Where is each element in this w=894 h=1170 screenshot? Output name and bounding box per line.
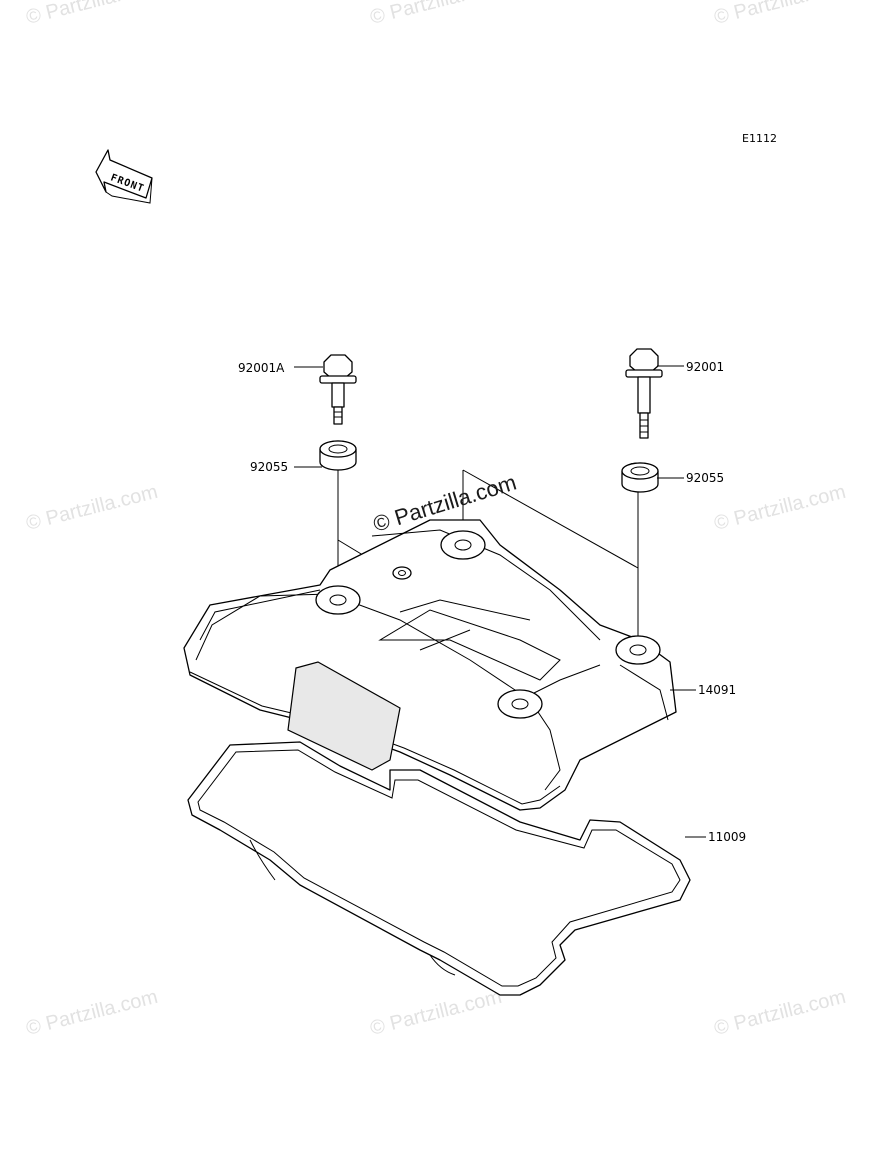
part-number-92001A[interactable]: 92001A [238,361,285,375]
watermark: © Partzilla.com [712,986,848,1040]
bolt-92001 [625,348,663,439]
bolt-boss [315,585,361,615]
watermark: © Partzilla.com [368,0,504,29]
cover-label-plate [287,661,401,771]
part-number-11009[interactable]: 11009 [708,830,746,844]
watermark: © Partzilla.com [712,0,848,29]
front-arrow-icon: FRONT [95,149,153,204]
part-number-92055-left[interactable]: 92055 [250,460,288,474]
watermark: © Partzilla.com [24,481,160,535]
watermark: © Partzilla.com [712,481,848,535]
bolt-boss [615,635,661,665]
bolt-92001A [319,354,357,425]
grommet-92055-right [621,462,659,493]
grommet-92055-left [319,440,357,471]
part-number-14091[interactable]: 14091 [698,683,736,697]
bolt-boss [440,530,486,560]
part-number-92001[interactable]: 92001 [686,360,724,374]
watermark: © Partzilla.com [368,986,504,1040]
part-number-92055-right[interactable]: 92055 [686,471,724,485]
diagram-code: E1112 [742,132,777,145]
callout-leaders [294,365,706,838]
breather-fitting [392,566,412,580]
gasket-11009 [187,741,691,996]
cylinder-head-cover-14091 [183,519,677,811]
watermark: © Partzilla.com [24,986,160,1040]
bolt-boss [497,689,543,719]
watermark: © Partzilla.com [24,0,160,29]
